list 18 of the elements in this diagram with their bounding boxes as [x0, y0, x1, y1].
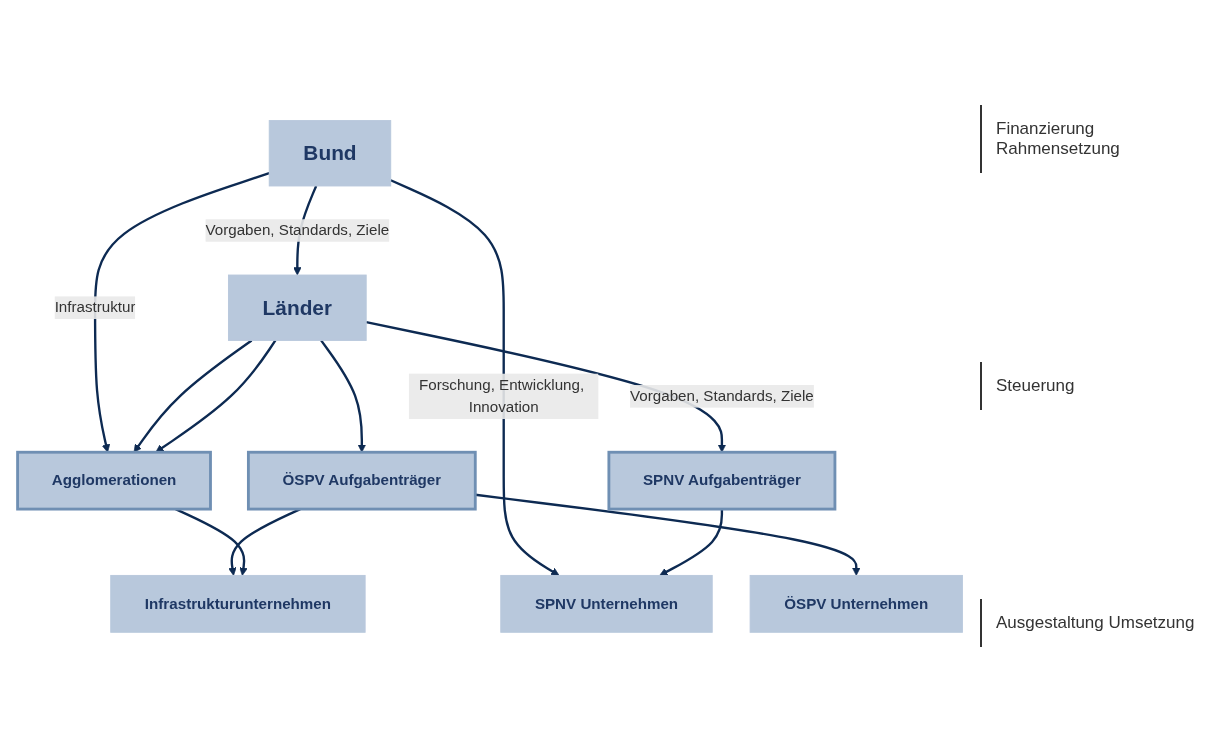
arrow — [659, 508, 724, 576]
node-box: ÖSPV Aufgabenträger — [246, 450, 477, 511]
node-box: SPNV Unternehmen — [500, 574, 713, 633]
node-box: Agglomerationen — [16, 450, 212, 511]
node-box: Bund — [268, 119, 392, 186]
node-box: SPNV Aufgabenträger — [607, 450, 837, 511]
node-box: Infrastrukturunternehmen — [110, 574, 366, 633]
edge-label: Forschung, Entwicklung, Innovation — [419, 375, 585, 415]
bracket-label: Finanzierung Rahmensetzung — [980, 104, 1210, 173]
edge-label: Vorgaben, Standards, Ziele — [205, 221, 390, 238]
edge-label: Infrastruktur — [54, 298, 136, 315]
bracket-label: Steuerung — [980, 362, 1210, 410]
arrow — [475, 493, 861, 576]
node-box: ÖSPV Unternehmen — [749, 574, 963, 633]
bracket-label: Ausgestaltung Umsetzung — [980, 599, 1210, 648]
edge-label: Vorgaben, Standards, Ziele — [630, 387, 814, 404]
node-box: Länder — [228, 274, 367, 341]
arrow — [390, 178, 560, 576]
